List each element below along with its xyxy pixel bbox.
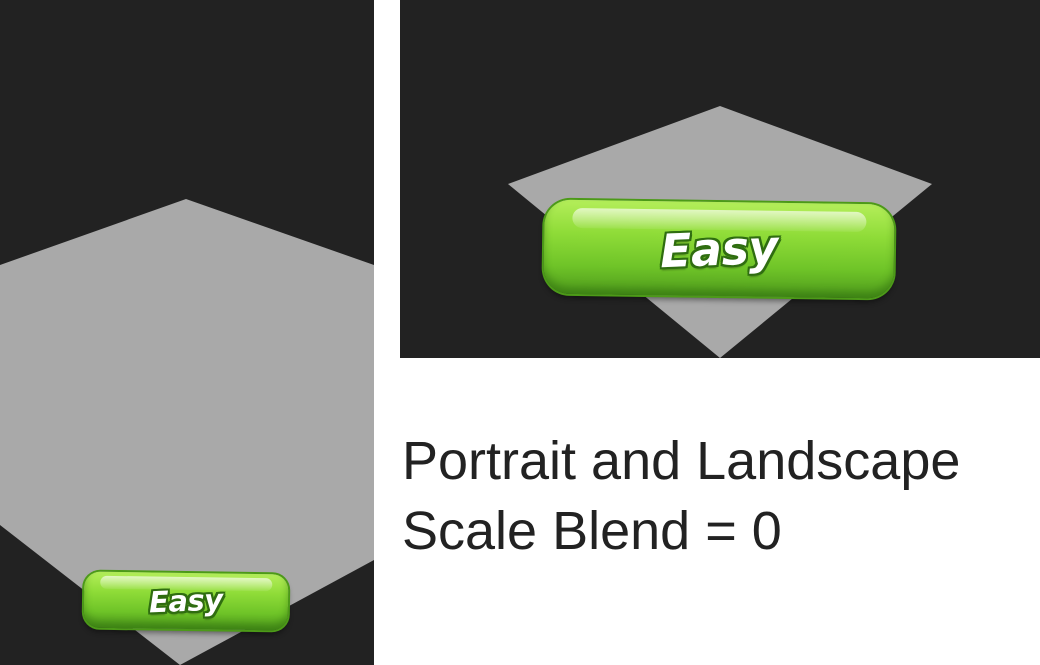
landscape-easy-button-label: Easy	[659, 219, 779, 279]
landscape-diamond-shape	[508, 106, 932, 358]
caption-line-2: Scale Blend = 0	[402, 501, 782, 561]
portrait-easy-button-label: Easy	[148, 582, 224, 620]
landscape-preview: Easy	[400, 0, 1040, 358]
caption-line-1: Portrait and Landscape	[402, 431, 961, 491]
landscape-easy-button[interactable]: Easy	[543, 199, 895, 299]
caption: Portrait and Landscape Scale Blend = 0	[402, 426, 960, 566]
portrait-diamond-shape	[0, 199, 374, 665]
portrait-preview: Easy	[0, 0, 374, 665]
portrait-easy-button[interactable]: Easy	[83, 571, 289, 631]
